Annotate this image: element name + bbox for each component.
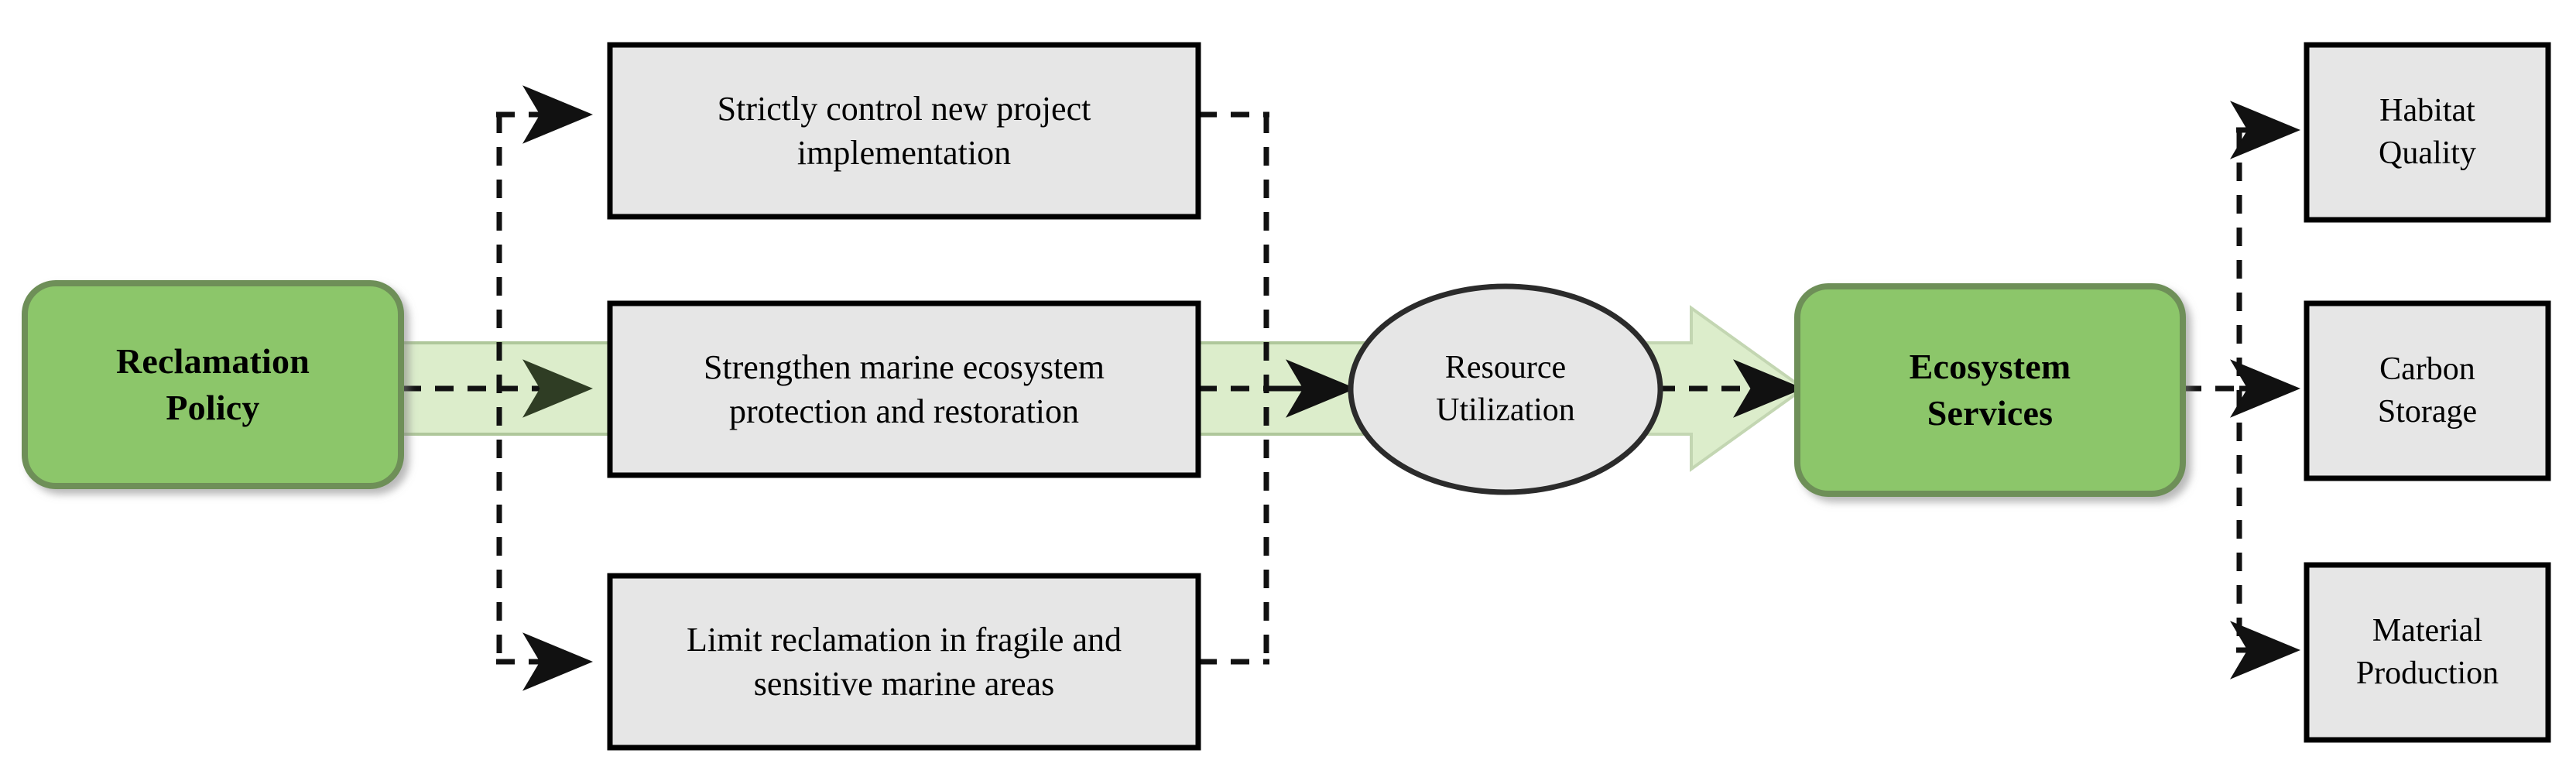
node-service-carbon-storage[interactable] — [2304, 300, 2551, 481]
node-measure-limit-reclamation[interactable] — [607, 573, 1201, 751]
connector-group-policy-to-measures — [402, 85, 593, 691]
node-measure-strengthen-protection[interactable] — [607, 300, 1201, 478]
node-ecosystem-services[interactable] — [1794, 283, 2186, 497]
node-service-habitat-quality[interactable] — [2304, 42, 2551, 223]
node-resource-utilization[interactable] — [1348, 283, 1663, 495]
connector-group-outcome-to-services — [2183, 101, 2300, 680]
node-measure-strict-control[interactable] — [607, 42, 1201, 220]
node-reclamation-policy[interactable] — [22, 280, 404, 489]
node-service-material-production[interactable] — [2304, 562, 2551, 743]
